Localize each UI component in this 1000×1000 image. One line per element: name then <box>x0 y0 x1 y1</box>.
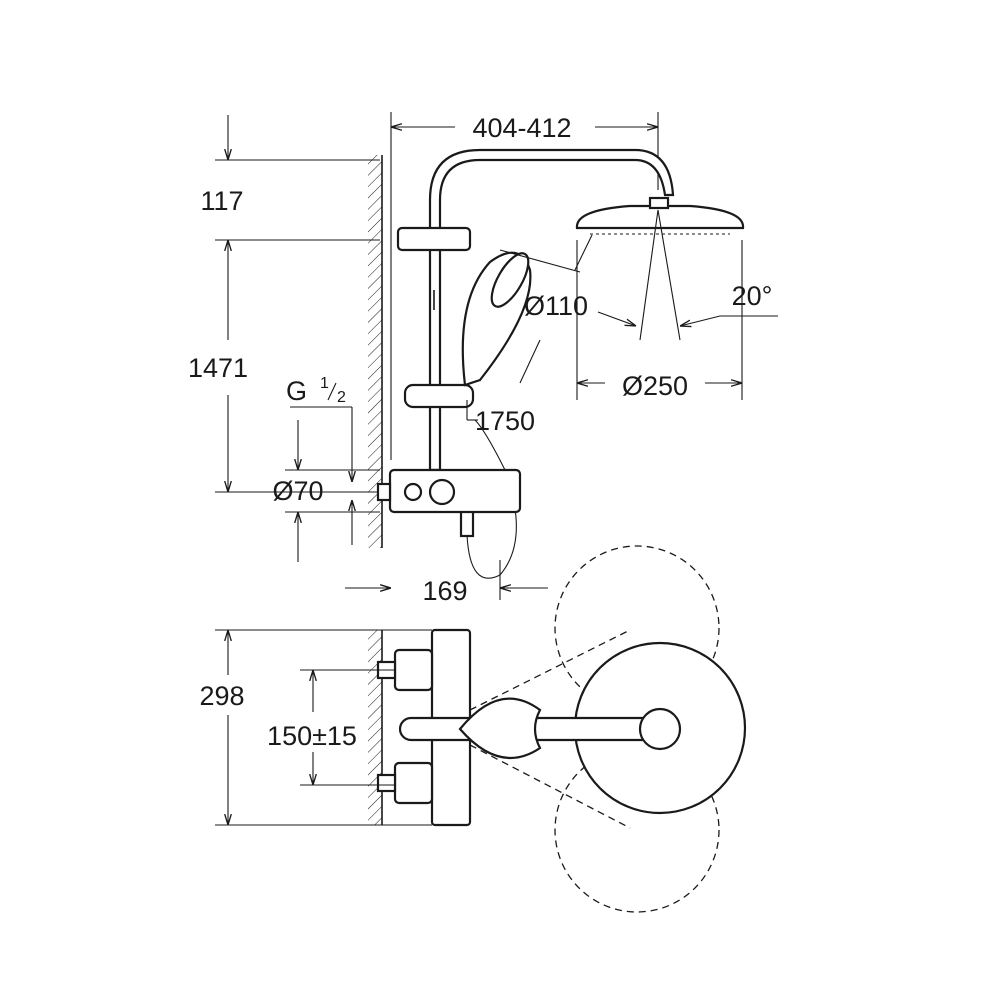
height-label: 1471 <box>188 353 248 383</box>
wall-side <box>368 155 383 548</box>
arm-reach-label: 404-412 <box>472 113 571 143</box>
hose-length-label: 1750 <box>475 406 535 436</box>
thermostat-side <box>376 468 522 514</box>
hose: 1750 <box>459 406 535 579</box>
head-shower-dia-label: Ø250 <box>622 371 688 401</box>
projection-dimension: 169 <box>345 560 548 606</box>
connection-dimensions: G 1 2 Ø70 <box>272 375 380 562</box>
height-dimensions: 117 1471 <box>188 115 380 493</box>
top-view-dimensions: 298 150±15 <box>199 629 432 826</box>
arm-reach-dimension: 404-412 <box>390 112 659 460</box>
depth-label: 298 <box>199 681 244 711</box>
hand-shower: Ø110 <box>461 234 636 420</box>
shower-column <box>396 148 745 472</box>
thread-den: 2 <box>337 389 346 406</box>
center-distance-label: 150±15 <box>267 721 357 751</box>
top-view <box>368 545 747 913</box>
thread-label: G <box>286 376 307 406</box>
top-offset-label: 117 <box>200 186 243 216</box>
connection-dia-label: Ø70 <box>272 476 323 506</box>
spray-angle: 20° <box>639 209 778 341</box>
head-shower-dia-dimension: Ø250 <box>576 240 743 401</box>
projection-label: 169 <box>422 576 467 606</box>
thread-num: 1 <box>320 375 329 392</box>
hand-shower-dia-label: Ø110 <box>524 291 588 321</box>
spray-angle-label: 20° <box>732 281 773 311</box>
